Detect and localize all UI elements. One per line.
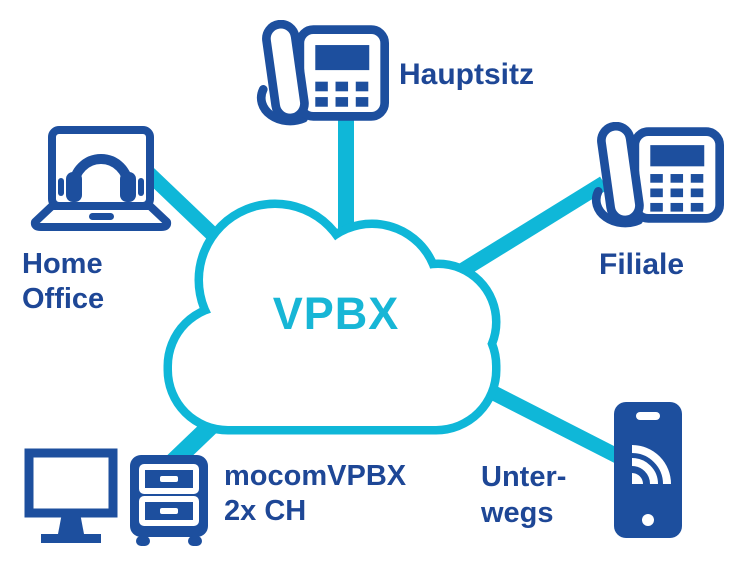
desk-phone-icon <box>256 20 390 126</box>
label-filiale: Filiale <box>599 247 684 282</box>
server-drawer-icon <box>130 455 208 546</box>
label-text: Hauptsitz <box>399 58 534 91</box>
label-line-2: wegs <box>481 497 554 529</box>
label-hauptsitz: Hauptsitz <box>399 57 534 92</box>
smartphone-wireless-icon <box>614 402 682 538</box>
cloud-fill <box>172 208 492 426</box>
label-line-1: mocomVPBX <box>224 460 407 492</box>
label-home-office: Home Office <box>22 247 104 317</box>
cloud-label: VPBX <box>272 288 400 339</box>
line-filiale-cloud <box>451 176 608 282</box>
laptop-headset-icon <box>30 126 172 231</box>
label-text: Filiale <box>599 248 685 281</box>
label-line-2: 2x CH <box>224 495 307 527</box>
wireless-signal-icon <box>631 445 671 485</box>
label-line-2: Office <box>22 283 105 315</box>
desk-phone-icon <box>591 122 725 228</box>
label-mocom-vpbx: mocomVPBX 2x CH <box>224 459 406 529</box>
label-line-1: Home <box>22 248 103 280</box>
label-line-1: Unter- <box>481 461 567 493</box>
monitor-icon <box>24 448 118 543</box>
line-unterwegs-cloud <box>476 379 629 467</box>
label-unterwegs: Unter- wegs <box>481 459 566 531</box>
